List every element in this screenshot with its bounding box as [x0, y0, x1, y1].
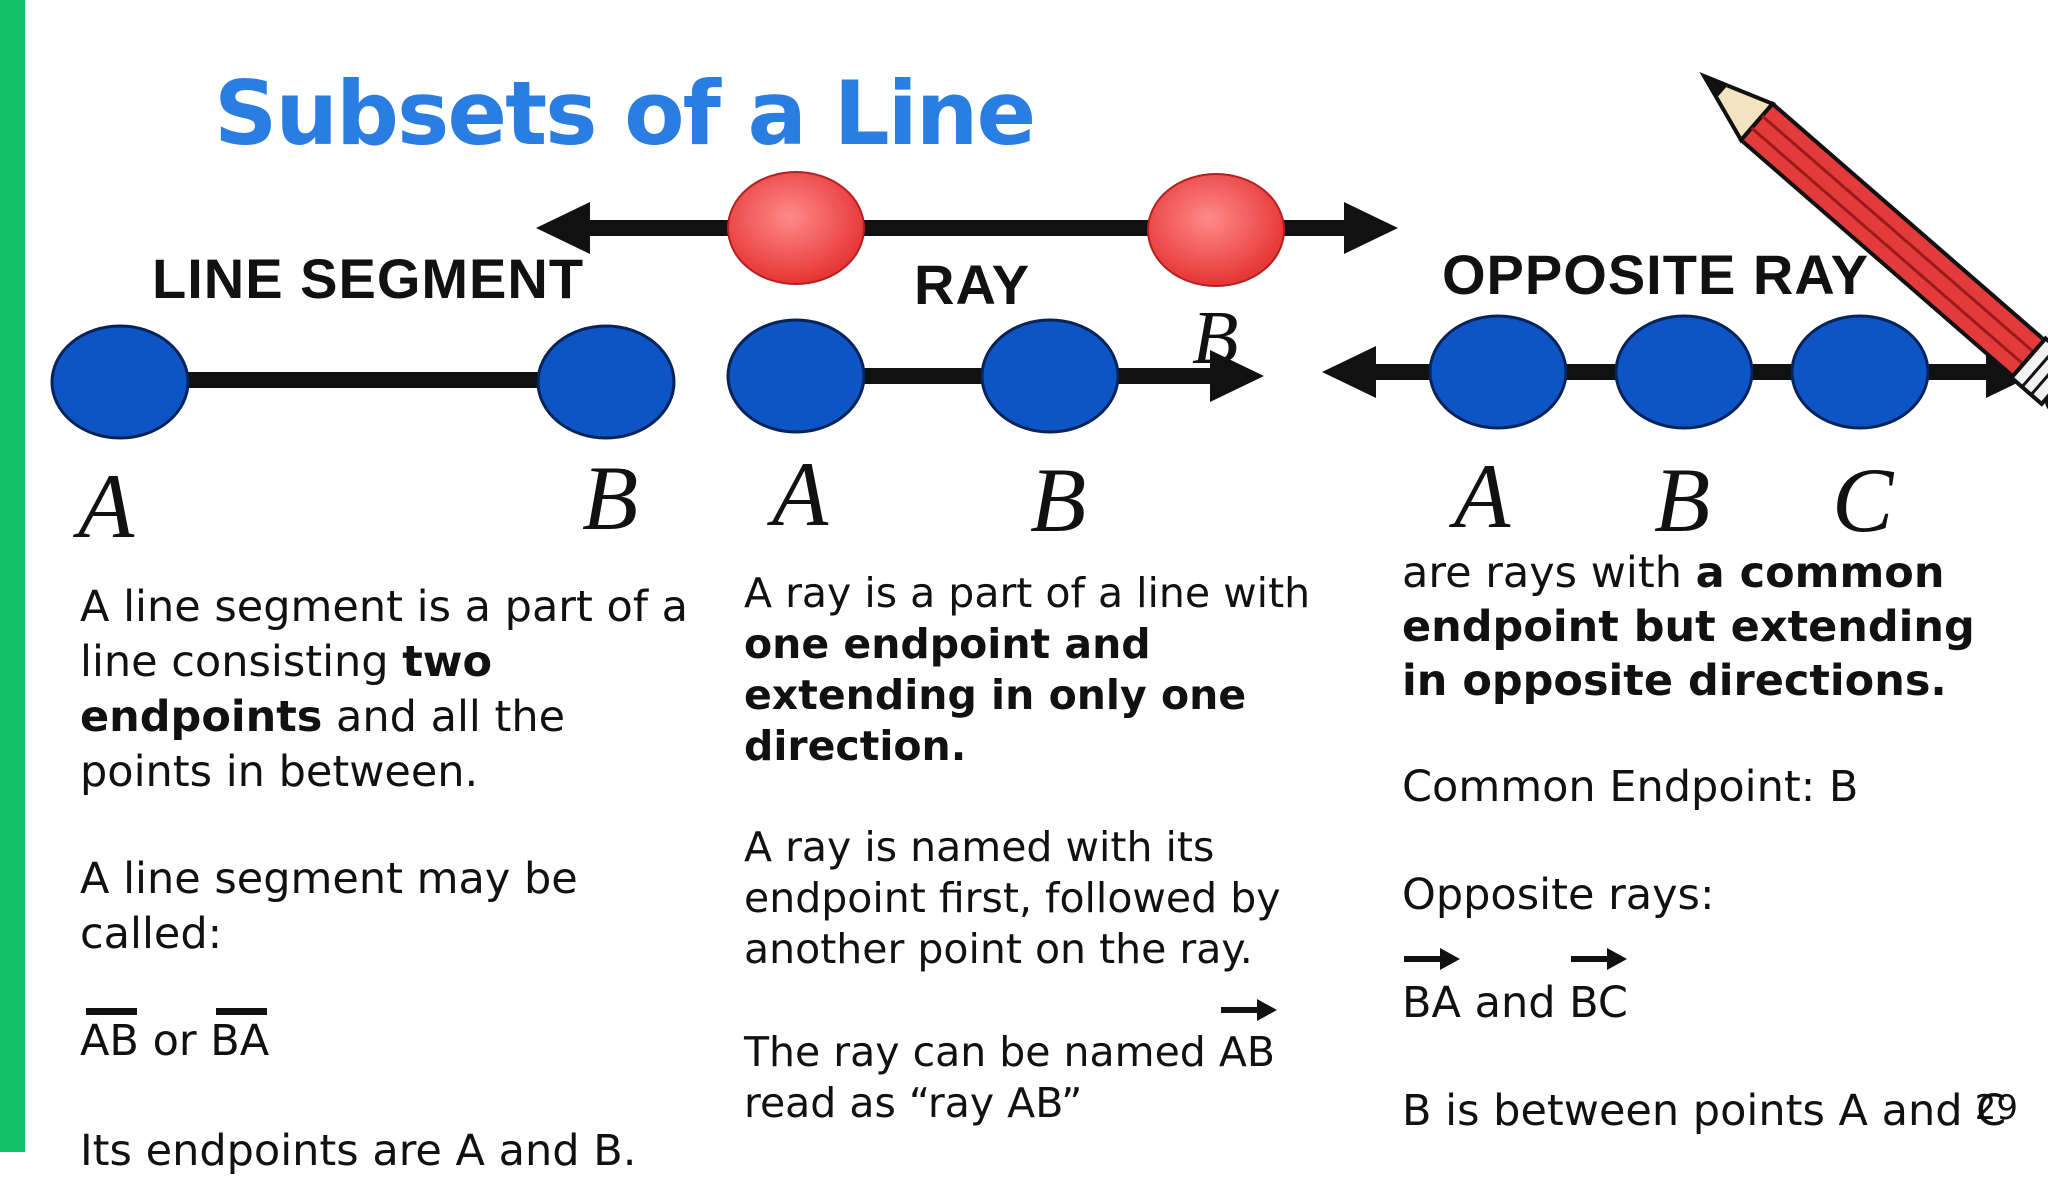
- top-line: [536, 171, 1398, 287]
- segment-label-a: A: [78, 455, 135, 557]
- opposite-ray-names: BA and BC: [1402, 948, 2022, 1030]
- heading-line-segment: LINE SEGMENT: [152, 247, 585, 310]
- top-line-label-b: B: [1192, 296, 1239, 380]
- line-segment-text: A line segment is a part of a line consi…: [80, 580, 700, 1179]
- red-point-1: [727, 171, 865, 285]
- ray-point-a: [726, 318, 866, 434]
- slide-title: Subsets of a Line: [214, 62, 1036, 165]
- common-endpoint: Common Endpoint: B: [1402, 762, 1859, 812]
- ray-arrow-icon: [1220, 999, 1277, 1021]
- ray-arrow-icon: [1571, 948, 1628, 970]
- arrow-right-icon: [1210, 350, 1264, 402]
- ray-name-ba: BA: [1402, 948, 1461, 1030]
- ray-naming-rule: A ray is named with its endpoint first, …: [744, 823, 1281, 973]
- arrow-left-icon: [1322, 346, 1376, 398]
- diagram-canvas: [50, 71, 2048, 440]
- between-statement: B is between points A and C: [1402, 1086, 2007, 1136]
- accent-bar: [0, 0, 25, 1152]
- ray-point-b: [980, 318, 1120, 434]
- line-segment-naming: A line segment may be called:: [80, 854, 578, 959]
- ray-name-bc: BC: [1569, 948, 1628, 1030]
- line-segment-names: AB or BA: [80, 1008, 700, 1069]
- ray-definition: A ray is a part of a line with one endpo…: [744, 569, 1311, 770]
- opposite-rays-label: Opposite rays:: [1402, 870, 1715, 920]
- ray-label-a: A: [772, 443, 829, 545]
- opposite-label-c: C: [1832, 449, 1894, 551]
- ray-naming-example: The ray can be named AB read as “ray AB”: [744, 999, 1364, 1129]
- opposite-label-b: B: [1654, 449, 1711, 551]
- segment-point-b: [536, 324, 676, 440]
- line-segment-figure: [50, 324, 676, 440]
- ray-name-ab: AB: [1219, 999, 1277, 1078]
- opposite-label-a: A: [1454, 445, 1511, 547]
- segment-name-ab: AB: [80, 1008, 139, 1069]
- pencil-icon: [1699, 71, 2048, 427]
- segment-label-b: B: [582, 447, 639, 549]
- heading-opposite-ray: OPPOSITE RAY: [1442, 243, 1869, 306]
- red-point-2: [1147, 173, 1285, 287]
- opposite-point-c: [1790, 314, 1930, 430]
- opposite-ray-definition: are rays with a common endpoint but exte…: [1402, 548, 1975, 706]
- ray-figure: [726, 318, 1264, 434]
- opposite-point-b: [1614, 314, 1754, 430]
- ray-label-b: B: [1030, 449, 1087, 551]
- opposite-ray-figure: [1322, 314, 2040, 430]
- segment-point-a: [50, 324, 190, 440]
- arrow-right-icon: [1344, 202, 1398, 254]
- ray-text: A ray is a part of a line with one endpo…: [744, 568, 1364, 1129]
- page-number: 29: [1974, 1088, 2018, 1128]
- opposite-ray-text: are rays with a common endpoint but exte…: [1402, 546, 2022, 1138]
- arrow-left-icon: [536, 202, 590, 254]
- heading-ray: RAY: [914, 253, 1031, 316]
- opposite-point-a: [1428, 314, 1568, 430]
- ray-arrow-icon: [1404, 948, 1460, 970]
- line-segment-definition: A line segment is a part of a line consi…: [80, 582, 688, 797]
- segment-name-ba: BA: [210, 1008, 269, 1069]
